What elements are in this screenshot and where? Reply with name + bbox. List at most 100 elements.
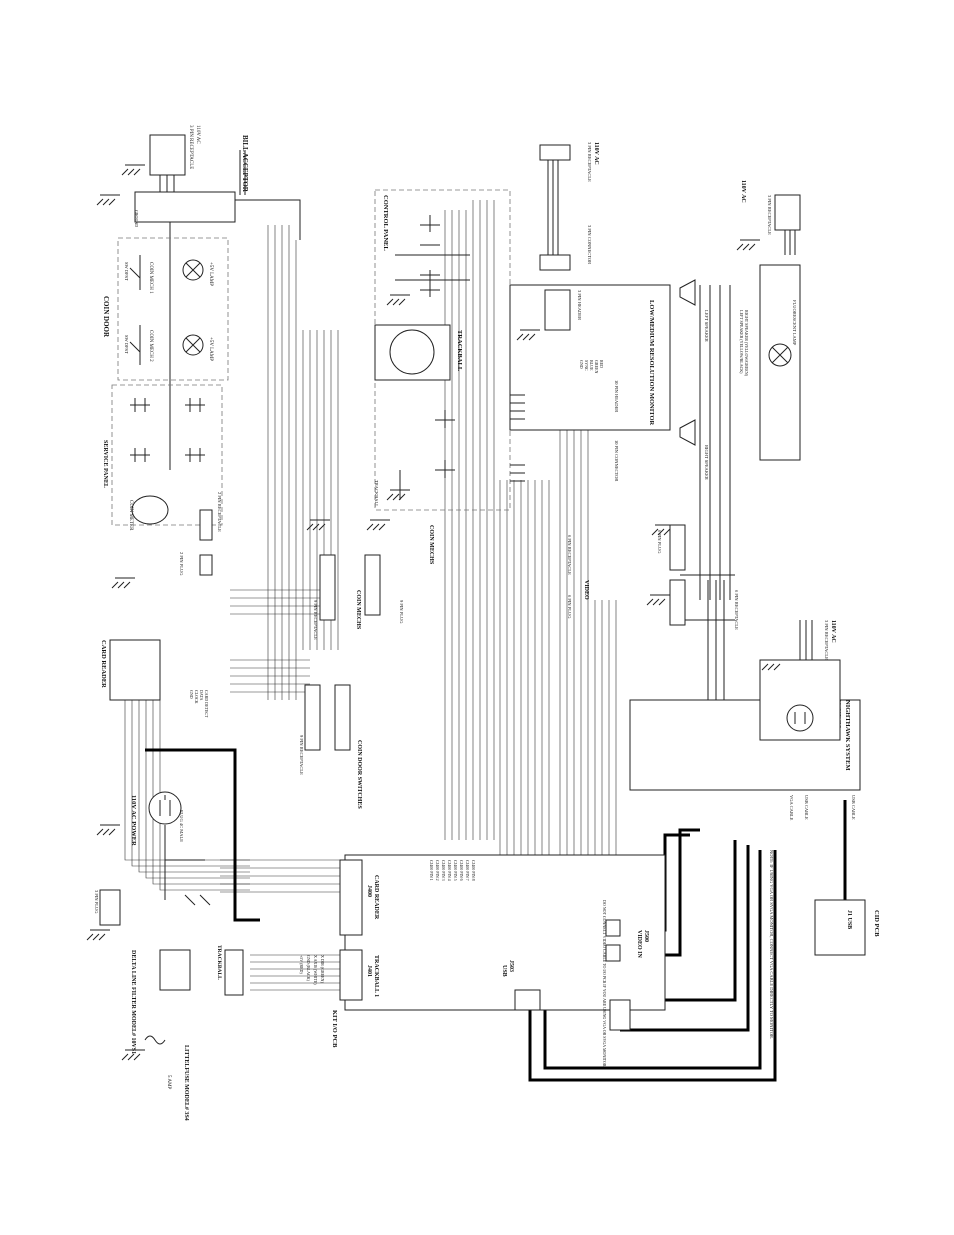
pin9-plug-box <box>364 554 381 616</box>
cid-pcb-label: CID PCB <box>873 910 880 937</box>
tb-wire-2: X AXIS (WHITE) <box>313 955 318 985</box>
card-reader-box <box>109 639 161 701</box>
fuse-rating: 5 AMP <box>166 1075 171 1090</box>
control-panel-label: CONTROL PANEL <box>382 195 389 251</box>
nighthawk-system: NIGHTHAWK SYSTEM RECEPTACLE 110V AC 3 PI… <box>629 620 861 1039</box>
video-wire-3: SYNC <box>584 360 589 371</box>
fluorescent-lamp: FLUORESCENT LAMP 110V AC 3 PIN RECEPTACL… <box>740 180 801 461</box>
pcb-label: KIT I/O PCB <box>331 1010 338 1048</box>
video-plug-a <box>605 919 621 937</box>
card-reader: CARD READER CARD DETECT DATA CLOCK GND <box>100 639 209 718</box>
plug-4cm-label: PLUG 4C MALE <box>179 810 184 842</box>
ground-icon-8 <box>366 519 390 531</box>
card-wire-2: CLOCK <box>194 690 199 704</box>
sw-dpst-2: SW DPST <box>124 335 129 354</box>
pcb-pin-labels: CJ400 PIN 1 CJ400 PIN 2 CJ400 PIN 3 CJ40… <box>429 860 476 881</box>
connectors-mid: COIN MECHS COIN MECHS 9 PIN RECEPTACLE 9… <box>299 525 434 809</box>
pin3-plug-box <box>99 889 121 926</box>
left-speaker-label: LEFT SPEAKER <box>704 310 709 342</box>
ground-icon-14 <box>386 294 410 306</box>
monitor-label: LOW/MEDIUM RESOLUTION MONITOR <box>648 300 655 426</box>
pin-label-6: CJ400 PIN 7 <box>465 860 470 881</box>
lamp-receptacle-label: 3 PIN RECEPTACLE <box>767 195 772 235</box>
ground-icon-13 <box>761 659 785 671</box>
coin-door-switches-label: COIN DOOR SWITCHES <box>356 740 362 809</box>
tb-wire-3: X DIR (GREEN) <box>320 955 325 983</box>
pin3-connector-top <box>539 254 571 271</box>
right-speaker-label: RIGHT SPEAKER <box>704 445 709 480</box>
ground-icon-5 <box>86 929 110 941</box>
ground-icon-12 <box>646 594 670 606</box>
ground-icon-6 <box>121 1049 145 1061</box>
ground-icon-2 <box>121 164 145 176</box>
pin-label-0: CJ400 PIN 1 <box>429 860 434 881</box>
pin6-plug-label: 6 PIN PLUG <box>567 595 572 619</box>
control-panel: CONTROL PANEL TRACKBALL TRACKBALL <box>374 195 463 507</box>
pin2-plug-label: 2 PIN PLUG <box>179 552 184 576</box>
pin-label-7: CJ400 PIN 8 <box>471 860 476 881</box>
tb-wire-0: +5V (RED) <box>299 955 304 974</box>
coin-door-sw-plug <box>334 684 351 751</box>
pin6-receptacle-box <box>224 949 244 996</box>
coin-mech1-label: COIN MECH 1 <box>148 262 153 294</box>
trackball1-label: TRACKBALL 1 <box>373 955 379 997</box>
pin-label-5: CJ400 PIN 6 <box>459 860 464 881</box>
lamp-label-2: +5V LAMP <box>208 337 213 361</box>
pin9-receptacle-label: 9 PIN RECEPTACLE <box>313 600 318 640</box>
cid-pcb: J1 USB CID PCB <box>814 899 880 956</box>
top-pin3-connector: 3 PIN CONNECTOR <box>587 225 592 264</box>
card-wire-1: DATA <box>199 690 204 700</box>
coin-meter-icon <box>131 495 169 525</box>
monitor: LOW/MEDIUM RESOLUTION MONITOR 3 PIN HEAD… <box>509 284 671 619</box>
j503-box <box>514 989 541 1011</box>
j503-label: J503 <box>508 960 514 972</box>
pin3-header-label: 3 PIN HEADER <box>577 290 582 320</box>
pin2-plug-box <box>199 554 213 576</box>
card-reader-wire-labels: CARD DETECT DATA CLOCK GND <box>189 690 209 718</box>
j400-header <box>339 859 363 936</box>
bill-acceptor-ground: GROUND <box>134 210 139 227</box>
lamp-110v-label: 110V AC <box>740 180 746 203</box>
top-pin3-receptacle: 3 PIN RECEPTACLE <box>587 142 592 182</box>
video-wire-labels: RED GREEN BLUE SYNC GND <box>579 360 604 373</box>
pin2-receptacle-label: 2 PIN RECEPTACLE <box>217 492 222 532</box>
left-speaker-pair: LEFT SPEAKER (YELLOW/BLACK) <box>739 310 744 374</box>
trackball-ball-icon <box>389 329 435 375</box>
usb-cable-label-2: USB CABLE <box>851 795 856 820</box>
nighthawk-pin3-label: 3 PIN RECEPTACLE <box>824 620 829 660</box>
do-not-connect-note: DO NOT CONNECT VIDEO CABLE TO I/O PCB IF… <box>602 900 607 1068</box>
coin-door-pin9-label: 9 PIN RECEPTACLE <box>299 735 304 775</box>
coin-door-sw-receptacle <box>304 684 321 751</box>
lamp-label-1: +5V LAMP <box>208 262 213 286</box>
j400-label: J400 <box>366 885 372 897</box>
video-plug-b <box>605 944 621 962</box>
ground-symbols <box>86 164 785 1061</box>
service-panel-label: SERVICE PANEL <box>102 440 108 488</box>
service-panel: SERVICE PANEL COIN METER 2 PIN RECEPTACL… <box>102 398 222 576</box>
pin9-receptacle-box <box>319 554 336 621</box>
lamp-3pin-receptacle <box>774 194 801 231</box>
left-speaker-icon <box>679 279 696 306</box>
sw-dpst-1: SW DPST <box>124 262 129 281</box>
delta-filter-box <box>159 949 191 991</box>
right-speaker-icon <box>679 419 696 446</box>
group-outlines <box>111 189 511 526</box>
trackball-label: TRACKBALL <box>456 330 463 372</box>
top-110v: 110V AC 3 PIN RECEPTACLE 3 PIN CONNECTOR <box>539 142 599 271</box>
ground-icon-10 <box>736 239 760 251</box>
vga-cable-label: VGA CABLE <box>789 795 794 821</box>
pin6-speaker-receptacle-label: 6 PIN RECEPTACLE <box>734 590 739 630</box>
bill-acceptor-voltage: 110V AC <box>195 125 200 144</box>
ground-icon-3 <box>111 577 135 589</box>
coin-mechs-label: COIN MECHS <box>355 590 361 630</box>
speakers: LEFT SPEAKER RIGHT SPEAKER LEFT SPEAKER … <box>657 279 749 630</box>
nighthawk-110v-label: 110V AC <box>830 620 836 643</box>
right-speaker-pair: RIGHT SPEAKER (YELLOW/GREEN) <box>744 310 749 377</box>
trackball-wire-labels: +5V (RED) GND (BLACK) X AXIS (WHITE) X D… <box>299 955 325 985</box>
ground-icon-15 <box>386 489 410 501</box>
bill-acceptor: BILL ACCEPTOR 110V AC 3 PIN RECEPTACLE G… <box>134 125 249 227</box>
littelfuse-label: LITTELFUSE MODEL# 3S4 <box>183 1045 189 1121</box>
bill-acceptor-connector <box>149 134 186 176</box>
video-section-label: VIDEO <box>583 580 589 600</box>
pin3-plug-label: 3 PIN PLUG <box>94 890 99 914</box>
